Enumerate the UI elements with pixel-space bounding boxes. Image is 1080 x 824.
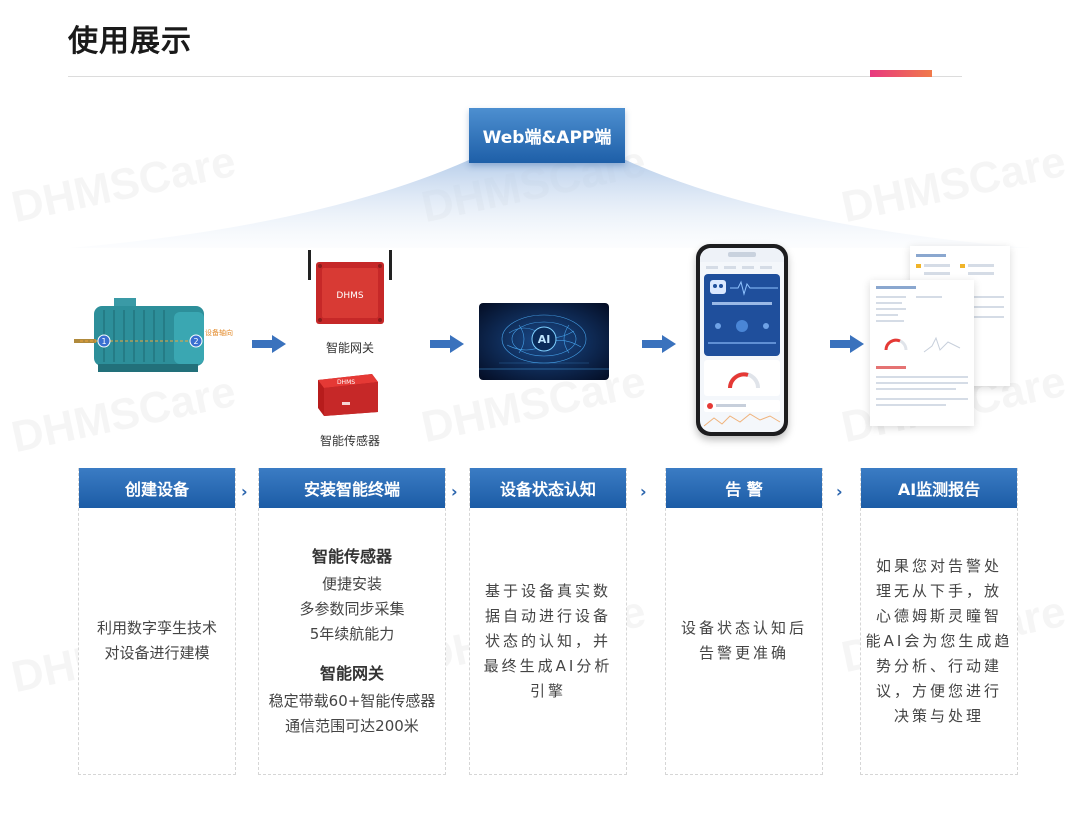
- phone-mockup: [696, 244, 788, 436]
- step-line: 状态的认知，并: [484, 631, 611, 650]
- chevron-right-icon: ›: [640, 482, 647, 501]
- chevron-right-icon: ›: [241, 482, 248, 501]
- watermark: DHMSCare: [7, 367, 240, 463]
- svg-text:2: 2: [193, 337, 198, 346]
- sensor-caption: 智能传感器: [319, 434, 380, 448]
- step-line: 通信范围可达200米: [285, 716, 419, 735]
- motor-illustration: 1 2: [74, 298, 204, 372]
- step-line: 多参数同步采集: [299, 599, 405, 618]
- gateway-brand: DHMS: [336, 291, 363, 301]
- step-header: 告 警: [666, 468, 822, 508]
- flow-arrow-icon: [252, 335, 286, 353]
- step-line: 最终生成AI分析: [483, 656, 613, 675]
- step-card-install-terminal: 安装智能终端 智能传感器 便捷安装 多参数同步采集 5年续航能力 智能网关 稳定…: [258, 468, 446, 775]
- step-line: 设备状态认知后: [680, 619, 807, 637]
- motor-axis-tag: 设备轴向: [205, 329, 233, 337]
- step-line: 如果您对告警处: [875, 556, 1002, 575]
- step-line: 势分析、行动建: [875, 656, 1002, 675]
- step-line: 心德姆斯灵瞳智: [875, 606, 1002, 625]
- step-card-create-device: 创建设备 利用数字孪生技术 对设备进行建模: [78, 468, 236, 775]
- step-header: AI监测报告: [861, 468, 1017, 508]
- step-line: 对设备进行建模: [104, 644, 210, 662]
- step-line: 引擎: [529, 681, 566, 700]
- flow-arrow-icon: [430, 335, 464, 353]
- ai-text: AI: [538, 333, 551, 346]
- light-beam: [70, 155, 1030, 248]
- title-accent-bar: [870, 70, 932, 77]
- step-line: 稳定带载60+智能传感器: [268, 691, 436, 710]
- step-line: 决策与处理: [893, 706, 984, 725]
- step-header: 安装智能终端: [259, 468, 445, 508]
- phone-app-screen: [700, 248, 784, 427]
- title-divider: [68, 76, 962, 77]
- step-line: 告警更准确: [698, 644, 789, 662]
- step-line: 基于设备真实数: [484, 581, 611, 600]
- sensor-device-icon: DHMS: [318, 374, 378, 416]
- ai-brain-icon: AI: [479, 303, 609, 380]
- report-page-front: [870, 280, 974, 426]
- step-line: 议，方便您进行: [875, 681, 1002, 700]
- step-card-state-cognition: 设备状态认知 基于设备真实数 据自动进行设备 状态的认知，并 最终生成AI分析 …: [469, 468, 627, 775]
- step-header: 设备状态认知: [470, 468, 626, 508]
- web-app-box: Web端&APP端: [469, 108, 625, 163]
- step-header: 创建设备: [79, 468, 235, 508]
- flow-arrow-icon: [830, 335, 864, 353]
- step-card-alarm: 告 警 设备状态认知后 告警更准确: [665, 468, 823, 775]
- step-line: 据自动进行设备: [484, 606, 611, 625]
- page-title: 使用展示: [68, 24, 192, 59]
- gateway-subtitle: 智能网关: [319, 663, 384, 683]
- chevron-right-icon: ›: [451, 482, 458, 501]
- step-line: 便捷安装: [321, 574, 382, 593]
- step-line: 5年续航能力: [309, 624, 395, 643]
- gateway-device-icon: DHMS: [308, 250, 392, 324]
- step-line: 能AI会为您生成趋: [865, 631, 1013, 650]
- sensor-brand: DHMS: [337, 379, 355, 386]
- svg-text:1: 1: [101, 337, 106, 346]
- step-line: 利用数字孪生技术: [96, 619, 217, 637]
- step-line: 理无从下手，放: [875, 581, 1002, 600]
- flow-arrow-icon: [642, 335, 676, 353]
- sensor-subtitle: 智能传感器: [311, 546, 392, 566]
- chevron-right-icon: ›: [836, 482, 843, 501]
- step-card-ai-report: AI监测报告 如果您对告警处 理无从下手，放 心德姆斯灵瞳智 能AI会为您生成趋…: [860, 468, 1018, 775]
- gateway-caption: 智能网关: [325, 341, 374, 355]
